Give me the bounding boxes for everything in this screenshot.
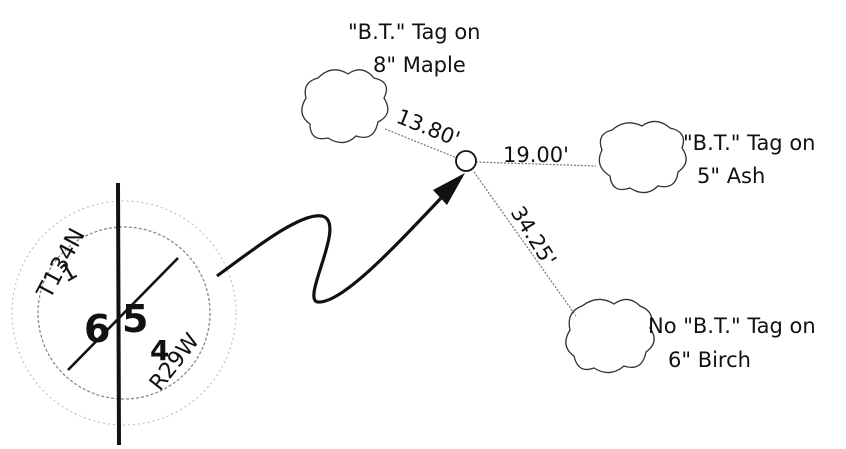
corner-point bbox=[455, 150, 477, 172]
tree-maple-icon bbox=[301, 69, 389, 144]
arrowhead-icon bbox=[433, 173, 465, 205]
distance-maple: 13.80' bbox=[393, 104, 463, 151]
section-number-4: 4 bbox=[150, 334, 169, 367]
inner-circle bbox=[37, 226, 211, 400]
section-line bbox=[67, 257, 179, 371]
tie-line-maple bbox=[384, 128, 458, 159]
distance-birch: 34.25' bbox=[506, 202, 561, 271]
range-line bbox=[116, 182, 121, 446]
maple-label-line-1: "B.T." Tag on bbox=[348, 20, 480, 44]
distance-ash: 19.00' bbox=[503, 143, 569, 167]
maple-label-line-2: 8" Maple bbox=[373, 53, 466, 77]
tree-birch-icon bbox=[565, 298, 655, 374]
tie-line-ash bbox=[475, 161, 597, 167]
ash-label-line-2: 5" Ash bbox=[697, 164, 765, 188]
section-number-6: 6 bbox=[84, 307, 110, 351]
reference-arrow bbox=[216, 174, 464, 304]
birch-label-line-2: 6" Birch bbox=[668, 348, 751, 372]
outer-circle bbox=[11, 200, 237, 426]
tree-ash-icon bbox=[598, 120, 687, 194]
ash-label-line-1: "B.T." Tag on bbox=[683, 131, 815, 155]
birch-label-line-1: No "B.T." Tag on bbox=[648, 314, 816, 338]
section-corner-symbol: T134N R29W 1 6 5 4 bbox=[11, 182, 237, 446]
tie-line-birch bbox=[473, 171, 577, 317]
section-number-5: 5 bbox=[122, 297, 148, 341]
